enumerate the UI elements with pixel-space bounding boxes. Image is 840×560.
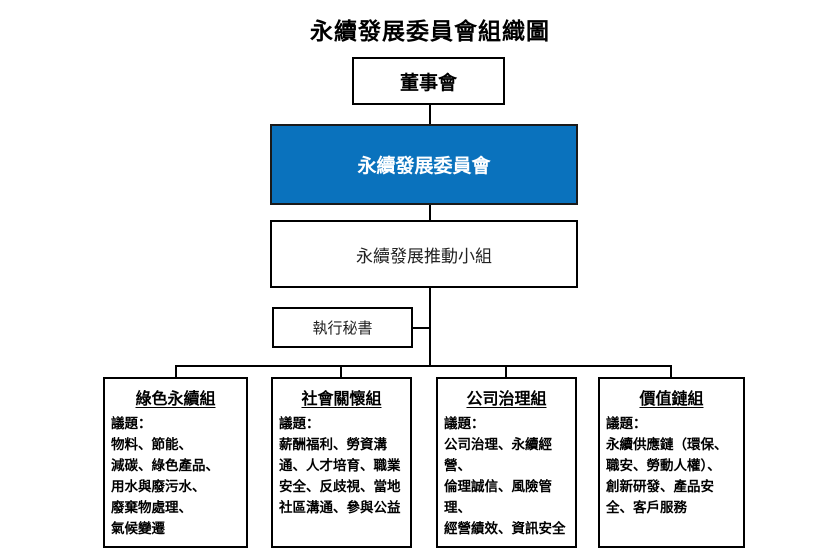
node-taskforce: 永續發展推動小組 — [270, 220, 578, 288]
connector-drop-group4 — [670, 365, 672, 378]
group-topics: 議題： 永續供應鏈（環保、 職安、勞動人權）、 創新研發、產品安 全、客戶服務 — [606, 416, 728, 515]
group-box-green-sustainability: 綠色永續組 議題： 物料、節能、 減碳、綠色產品、 用水與廢污水、 廢棄物處理、… — [103, 377, 248, 548]
connector-secretary-branch — [413, 327, 430, 329]
node-committee: 永續發展委員會 — [270, 124, 578, 205]
group-box-social-care: 社會關懷組 議題： 薪酬福利、勞資溝 通、人才培育、職業 安全、反歧視、當地 社… — [271, 377, 412, 548]
connector-drop-group2 — [340, 365, 342, 378]
connector-drop-group3 — [505, 365, 507, 378]
group-title: 社會關懷組 — [301, 391, 382, 408]
group-topics: 議題： 公司治理、永續經 營、 倫理誠信、風險管 理、 經營績效、資訊安全 — [444, 416, 566, 536]
group-title: 公司治理組 — [466, 391, 547, 408]
chart-title: 永續發展委員會組織圖 — [310, 18, 550, 44]
node-taskforce-label: 永續發展推動小組 — [356, 246, 492, 266]
node-secretary-label: 執行秘書 — [312, 320, 373, 337]
connector-taskforce-trunk — [429, 288, 431, 367]
node-secretary: 執行秘書 — [272, 307, 413, 348]
group-box-corporate-governance: 公司治理組 議題： 公司治理、永續經 營、 倫理誠信、風險管 理、 經營績效、資… — [436, 377, 577, 548]
node-board-label: 董事會 — [399, 72, 457, 94]
group-topics: 議題： 物料、節能、 減碳、綠色產品、 用水與廢污水、 廢棄物處理、 氣候變遷 — [111, 416, 219, 536]
connector-distribution-bar — [175, 365, 672, 367]
group-box-value-chain: 價值鏈組 議題： 永續供應鏈（環保、 職安、勞動人權）、 創新研發、產品安 全、… — [598, 377, 745, 548]
connector-drop-group1 — [175, 365, 177, 378]
node-committee-label: 永續發展委員會 — [357, 156, 491, 177]
group-title: 綠色永續組 — [135, 391, 216, 408]
group-title: 價值鏈組 — [639, 391, 704, 408]
node-board: 董事會 — [352, 57, 505, 105]
group-topics: 議題： 薪酬福利、勞資溝 通、人才培育、職業 安全、反歧視、當地 社區溝通、參與… — [279, 416, 401, 515]
connector-committee-taskforce — [429, 205, 431, 220]
connector-board-committee — [429, 105, 431, 124]
